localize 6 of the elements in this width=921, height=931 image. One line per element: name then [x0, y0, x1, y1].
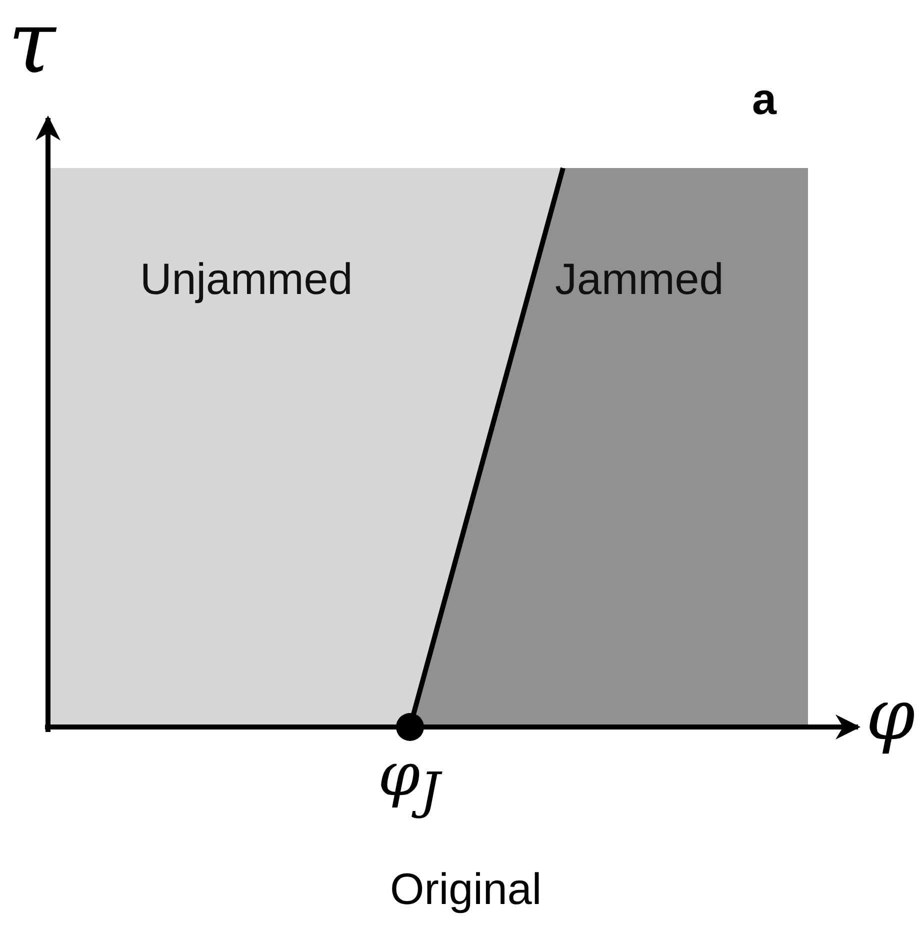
region-label: Jammed [555, 255, 724, 305]
caption: Original [390, 868, 542, 912]
panel-letter: a [752, 78, 776, 122]
point-label: φ$_{J}$ [378, 745, 440, 816]
region-label: Unjammed [140, 255, 353, 305]
axis-label: τ [8, 0, 56, 86]
